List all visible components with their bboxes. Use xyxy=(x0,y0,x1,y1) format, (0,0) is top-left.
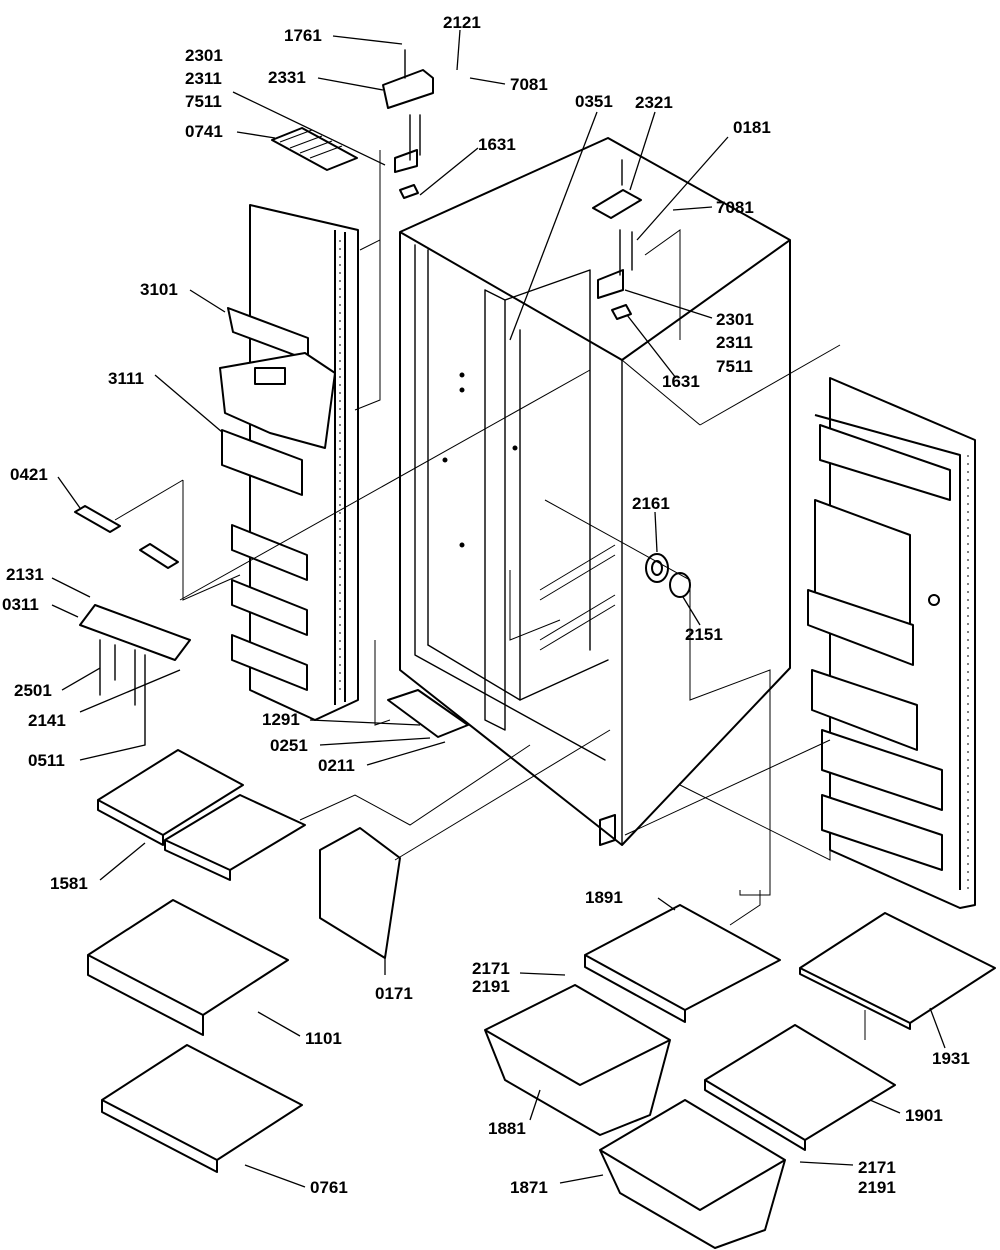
callout-2301-right: 2301 xyxy=(716,310,754,329)
callout-2301-top: 2301 xyxy=(185,46,223,65)
callout-3111: 3111 xyxy=(108,369,144,388)
grille-0741 xyxy=(271,127,358,171)
callout-1931: 1931 xyxy=(932,1049,970,1068)
top-hinges xyxy=(382,49,642,320)
callout-1101: 1101 xyxy=(305,1029,342,1048)
leader-lines xyxy=(51,29,946,1188)
left-small-parts xyxy=(74,479,241,746)
callout-1761: 1761 xyxy=(284,26,322,45)
callout-0251: 0251 xyxy=(270,736,308,755)
callout-0181: 0181 xyxy=(733,118,771,137)
fresh-food-bins xyxy=(484,904,996,1249)
callout-0511: 0511 xyxy=(28,751,65,770)
callout-0211: 0211 xyxy=(318,756,355,775)
cover-0171 xyxy=(319,827,401,959)
callout-0351: 0351 xyxy=(575,92,613,111)
callout-2131: 2131 xyxy=(6,565,44,584)
callout-2121: 2121 xyxy=(443,13,481,32)
callout-2151: 2151 xyxy=(685,625,723,644)
assembly-lines xyxy=(179,150,866,1040)
callout-2311-right: 2311 xyxy=(716,333,753,352)
callout-2141: 2141 xyxy=(28,711,66,730)
callout-2161: 2161 xyxy=(632,494,670,513)
callout-1881: 1881 xyxy=(488,1119,526,1138)
callout-1291: 1291 xyxy=(262,710,300,729)
callout-1891: 1891 xyxy=(585,888,623,907)
callout-1631-right: 1631 xyxy=(662,372,700,391)
callout-1631-top: 1631 xyxy=(478,135,516,154)
callout-2171-mid: 2171 xyxy=(472,959,510,978)
callout-2321: 2321 xyxy=(635,93,673,112)
callout-1901: 1901 xyxy=(905,1106,943,1125)
callout-2191-mid: 2191 xyxy=(472,977,510,996)
callout-1581: 1581 xyxy=(50,874,88,893)
callout-0311: 0311 xyxy=(2,595,39,614)
callout-0741: 0741 xyxy=(185,122,223,141)
cabinet xyxy=(387,137,791,846)
callout-0421: 0421 xyxy=(10,465,48,484)
callout-1871: 1871 xyxy=(510,1178,548,1197)
callout-2501: 2501 xyxy=(14,681,52,700)
callout-7511-right: 7511 xyxy=(716,357,753,376)
callout-2331: 2331 xyxy=(268,68,306,87)
callout-2311-top: 2311 xyxy=(185,69,222,88)
freezer-shelves xyxy=(87,749,306,1173)
callout-3101: 3101 xyxy=(140,280,178,299)
fresh-food-door xyxy=(807,377,976,909)
callout-0171: 0171 xyxy=(375,984,413,1003)
callout-0761: 0761 xyxy=(310,1178,348,1197)
callout-7081-right: 7081 xyxy=(716,198,754,217)
thermostat-2161 xyxy=(645,553,691,598)
freezer-door xyxy=(219,204,359,721)
callout-2191-bot: 2191 xyxy=(858,1178,896,1197)
callout-7511-top: 7511 xyxy=(185,92,222,111)
callout-7081-top: 7081 xyxy=(510,75,548,94)
callout-2171-bot: 2171 xyxy=(858,1158,896,1177)
